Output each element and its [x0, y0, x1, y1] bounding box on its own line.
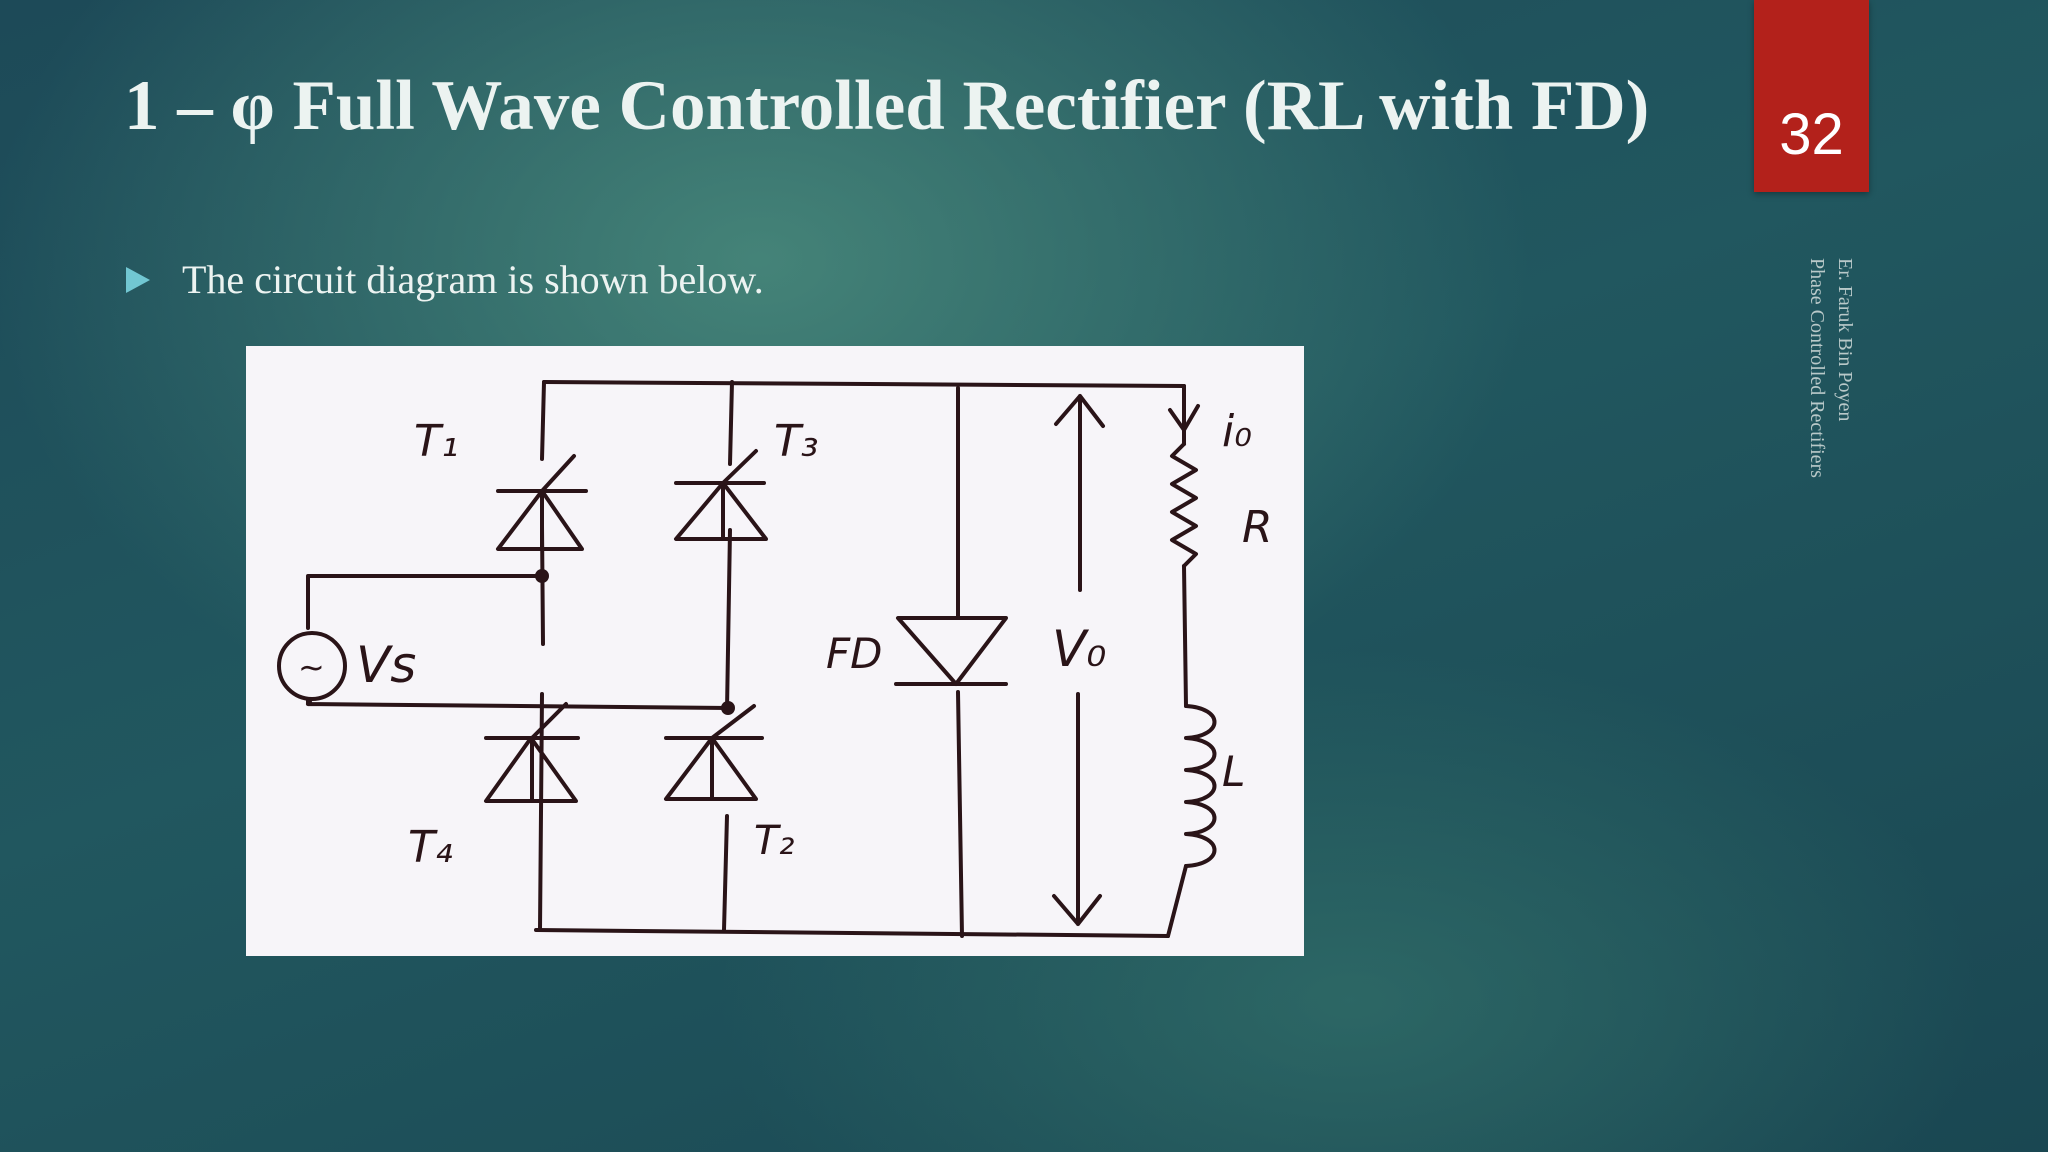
label-t4: T₄ [408, 822, 453, 873]
right-leg-wire [722, 380, 734, 932]
label-vo: V₀ [1052, 620, 1106, 678]
current-arrow [1168, 404, 1200, 432]
label-fd: FD [826, 629, 883, 678]
bullet-text: The circuit diagram is shown below. [182, 257, 764, 302]
left-leg-wire [538, 380, 546, 932]
source-wire-top [306, 574, 544, 630]
freewheel-wire [956, 386, 964, 938]
load-wire-mid [1182, 564, 1188, 708]
top-rail [542, 380, 1186, 388]
circuit-svg: T₁ T₃ T₄ T₂ Vs ~ FD V₀ i₀ R L [277, 380, 1273, 938]
junction-dot-left [535, 569, 549, 583]
label-vs: Vs [356, 636, 416, 694]
vo-arrow-down [1052, 692, 1102, 926]
inductor-l [1184, 704, 1217, 868]
slide-title: 1 – φ Full Wave Controlled Rectifier (RL… [124, 67, 1650, 145]
triangle-bullet-icon [126, 267, 150, 293]
thyristor-t3 [674, 449, 768, 541]
source-wire-bottom [306, 698, 731, 710]
label-l: L [1222, 747, 1245, 796]
label-io: i₀ [1222, 406, 1252, 457]
label-t1: T₁ [414, 416, 459, 467]
footer-author: Er. Faruk Bin Poyen [1834, 258, 1856, 422]
label-t2: T₂ [754, 818, 794, 864]
label-source-symbol: ~ [298, 648, 325, 686]
load-wire-bottom [1166, 864, 1188, 938]
label-t3: T₃ [774, 416, 819, 467]
junction-dot-right [721, 701, 735, 715]
page-number: 32 [1779, 102, 1844, 167]
circuit-diagram: T₁ T₃ T₄ T₂ Vs ~ FD V₀ i₀ R L [246, 346, 1304, 956]
thyristor-t1 [496, 454, 588, 551]
vo-arrow-up [1054, 394, 1105, 592]
resistor-r [1170, 442, 1198, 568]
slide-footer: Er. Faruk Bin Poyen Phase Controlled Rec… [1803, 258, 1859, 478]
footer-topic: Phase Controlled Rectifiers [1806, 258, 1828, 478]
bullet-item: The circuit diagram is shown below. [126, 258, 764, 302]
thyristor-t2 [664, 704, 764, 801]
thyristor-t4 [484, 702, 580, 803]
ac-source-symbol [277, 631, 347, 701]
label-r: R [1242, 502, 1273, 553]
page-number-badge: 32 [1754, 0, 1869, 192]
freewheel-diode [894, 616, 1008, 686]
bottom-rail [534, 928, 1170, 938]
